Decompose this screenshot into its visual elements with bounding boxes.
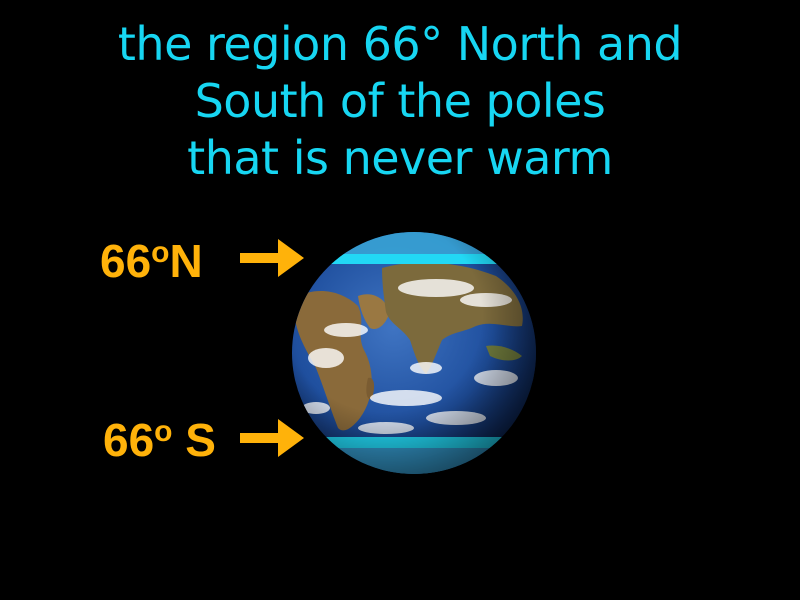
right-arrow-icon (240, 239, 304, 277)
definition-line-3: that is never warm (187, 131, 613, 185)
definition-line-2: South of the poles (194, 74, 606, 128)
arrow-north-shaft (240, 253, 284, 263)
right-arrow-icon (240, 419, 304, 457)
label-south-space (173, 414, 186, 466)
label-north-number: 66 (100, 235, 152, 287)
latitude-label-south: 66o S (103, 415, 216, 472)
label-north-degree: o (151, 236, 170, 269)
arrow-south-shaft (240, 433, 284, 443)
label-south-direction: S (185, 414, 216, 466)
label-north-direction: N (169, 235, 203, 287)
latitude-label-north: 66oN (100, 236, 203, 293)
earth-globe-icon (292, 232, 536, 474)
definition-text: the region 66° North and South of the po… (0, 16, 800, 187)
globe-shading (292, 232, 536, 474)
definition-line-1: the region 66° North and (117, 17, 683, 71)
label-south-degree: o (154, 415, 173, 448)
arrow-north-head (278, 239, 304, 277)
arrow-south-head (278, 419, 304, 457)
label-south-number: 66 (103, 414, 155, 466)
